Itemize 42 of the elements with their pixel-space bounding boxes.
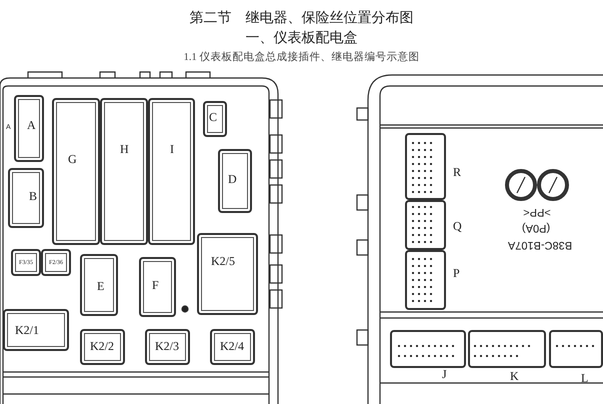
relay-socket <box>197 233 258 315</box>
subtitle: 1.1 仪表板配电盒总成接插件、继电器编号示意图 <box>182 50 420 64</box>
connector-socket <box>139 257 176 317</box>
connector-letter: H <box>120 143 129 155</box>
connector-socket <box>148 98 195 245</box>
connector-letter: K2/5 <box>211 255 235 267</box>
connector-letter: E <box>97 280 104 292</box>
connector-letter: P <box>453 267 460 279</box>
connector-letter: F <box>152 279 159 291</box>
connector-letter: J <box>442 368 447 380</box>
part-number: B38C-B107A <box>508 239 572 251</box>
connector-letter: Q <box>453 220 462 232</box>
connector-letter: C <box>209 111 218 123</box>
part-number: (P0A) <box>522 222 550 234</box>
connector-letter: B <box>29 190 38 202</box>
connector-letter: R <box>453 166 462 178</box>
connector-letter: K2/3 <box>155 340 179 352</box>
fuse-slot <box>11 249 41 276</box>
connector-letter: K <box>510 370 519 382</box>
connector-socket <box>218 149 252 213</box>
connector-letter: K2/4 <box>220 340 244 352</box>
connector-letter: A <box>27 119 36 131</box>
subtitle: 一、仪表板配电盒 <box>244 30 358 47</box>
connector-socket <box>8 168 44 228</box>
relay-socket <box>80 329 125 365</box>
connector-letter: D <box>228 173 237 185</box>
relay-socket <box>3 309 69 351</box>
connector-letter: K2/1 <box>15 324 39 336</box>
connector-letter: G <box>68 153 77 165</box>
connector-socket <box>14 95 44 162</box>
connector-socket <box>203 101 227 137</box>
connector-socket <box>52 98 100 245</box>
relay-socket <box>145 329 190 365</box>
connector-letter: I <box>170 143 174 155</box>
connector-socket <box>80 254 118 316</box>
part-number: >PP< <box>523 206 551 218</box>
fuse-slot <box>41 249 71 276</box>
connector-letter: K2/2 <box>90 340 114 352</box>
connector-letter: L <box>581 372 588 384</box>
title: 第二节 继电器、保险丝位置分布图 <box>188 10 414 27</box>
relay-socket <box>210 329 255 365</box>
connector-socket <box>100 98 148 245</box>
